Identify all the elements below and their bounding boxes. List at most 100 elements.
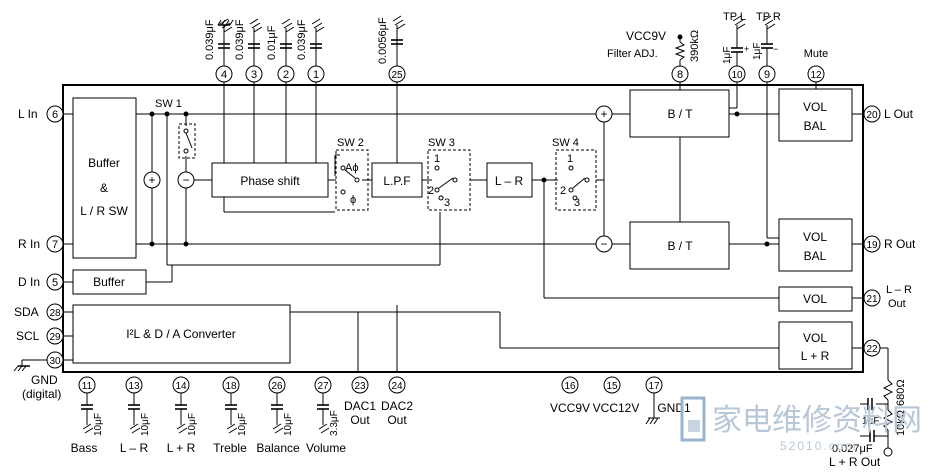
- vol-l-label: VOL: [803, 100, 827, 114]
- vol-bal-r-block: [778, 218, 853, 272]
- lpr-output-network: [860, 347, 894, 448]
- cap-pin18: 10μF: [237, 413, 248, 436]
- tp-r-minus: −: [773, 44, 778, 54]
- c027-label: 0.027μF: [832, 443, 873, 455]
- pin-12: 12: [810, 70, 822, 81]
- pin-15: 15: [606, 381, 618, 392]
- vol-lpr-block: [778, 321, 853, 370]
- watermark-logo: 家电维修资料网 52010.com: [680, 396, 922, 453]
- sw3-pos3: 3: [444, 197, 450, 209]
- pin-21: 21: [866, 294, 878, 305]
- sw3-box: [427, 149, 471, 211]
- pin-14: 14: [175, 381, 187, 392]
- pin-13: 13: [128, 381, 140, 392]
- lr-block: [486, 162, 533, 198]
- summer-minus-left: −: [182, 173, 189, 187]
- dac2-out-label: Out: [387, 413, 407, 427]
- cap-label-pin2: 0.01μF: [266, 25, 278, 60]
- cap-label-pin25: 0.0056μF: [377, 17, 389, 64]
- bt-block-r: [629, 221, 730, 270]
- l-in-label: L In: [18, 107, 38, 121]
- d-in-label: D In: [18, 275, 40, 289]
- bass-label: Bass: [71, 441, 98, 455]
- lr-out-label-2: Out: [888, 298, 906, 310]
- pin-27: 27: [317, 381, 329, 392]
- pin-7: 7: [52, 239, 58, 251]
- vol-lpr-label: VOL: [803, 331, 827, 345]
- pin-11: 11: [82, 381, 93, 392]
- pin-19: 19: [866, 240, 878, 251]
- buffer-lr-sw-block: [72, 97, 137, 259]
- pin-26: 26: [271, 381, 283, 392]
- summer-plus-right: +: [600, 107, 607, 121]
- pin-18: 18: [225, 381, 237, 392]
- watermark-text: 家电维修资料网: [712, 404, 922, 437]
- pin-10: 10: [731, 70, 743, 81]
- pin-17: 17: [648, 381, 660, 392]
- filter-adj-label: Filter ADJ.: [607, 48, 658, 60]
- vcc12-label: VCC12V: [593, 401, 640, 415]
- bottom-pins: [78, 376, 663, 394]
- gnd-digital-label: GND: [31, 373, 58, 387]
- buffer-label: Buffer: [88, 156, 120, 170]
- ic-body: [62, 84, 864, 373]
- top-pins: [215, 65, 825, 83]
- right-pins: [863, 105, 881, 357]
- pin-28: 28: [49, 308, 61, 319]
- lpr-out-label: L + R Out: [829, 455, 881, 469]
- r10k-label: 10kΩ: [895, 410, 907, 436]
- sda-label: SDA: [14, 305, 39, 319]
- gnd1-label: GND1: [657, 401, 691, 415]
- sw4-label: SW 4: [552, 137, 579, 149]
- scl-label: SCL: [16, 329, 40, 343]
- sw2-box: [335, 149, 369, 211]
- sw4-pos1: 1: [567, 153, 573, 165]
- pin-6: 6: [52, 109, 58, 121]
- cap-pin11: 10μF: [93, 413, 104, 436]
- left-pins: [46, 105, 64, 369]
- summer-plus-left: +: [148, 173, 155, 187]
- sw3-pos1: 1: [434, 153, 440, 165]
- cap-pin14: 10μF: [187, 413, 198, 436]
- cap-pin27: 3.3μF: [329, 410, 340, 436]
- cap-pin13: 10μF: [140, 413, 151, 436]
- gnd-digital-symbol: [13, 359, 47, 372]
- sw3-contact: [434, 165, 458, 201]
- vol-r-label: VOL: [803, 230, 827, 244]
- bt-r-label: B / T: [667, 239, 693, 253]
- top-ground-marks: [219, 15, 776, 33]
- sw2-label: SW 2: [337, 137, 364, 149]
- i2l-converter-block: [72, 304, 291, 364]
- buffer-amp-label: &: [100, 181, 108, 195]
- junction-dots: [149, 111, 770, 247]
- tp-l-label: TP L: [723, 11, 746, 23]
- sw2-contact: [340, 165, 360, 195]
- cap-label-pin4: 0.039μF: [204, 19, 216, 60]
- volume-label: Volume: [306, 441, 346, 455]
- bt-block-l: [629, 89, 730, 138]
- pin-2: 2: [283, 69, 289, 81]
- cap-label-pin3: 0.039μF: [234, 19, 246, 60]
- vol-lr-block: [778, 286, 853, 312]
- lpf-block: [371, 162, 423, 198]
- pin-23: 23: [354, 381, 366, 392]
- treble-label: Treble: [213, 441, 247, 455]
- filter-resistor: [674, 34, 686, 66]
- c1u-label: 1μF: [862, 416, 879, 427]
- sw4-contact: [568, 165, 590, 201]
- sw4-pos3: 3: [574, 197, 580, 209]
- pin-29: 29: [49, 332, 61, 343]
- pin-8: 8: [677, 69, 683, 81]
- pin-1: 1: [313, 69, 319, 81]
- tp-r-label: TP R: [756, 11, 781, 23]
- sw3-label: SW 3: [428, 137, 455, 149]
- lr-sw-label: L / R SW: [80, 204, 128, 218]
- summer-minus-right: −: [600, 237, 607, 251]
- l-out-label: L Out: [884, 107, 914, 121]
- tp-caps: [730, 25, 774, 66]
- pin-4: 4: [221, 69, 227, 81]
- dac1-out-label: Out: [350, 413, 370, 427]
- top-capacitor-pins: [217, 19, 404, 66]
- dac1-label: DAC1: [344, 399, 376, 413]
- r-in-label: R In: [18, 237, 40, 251]
